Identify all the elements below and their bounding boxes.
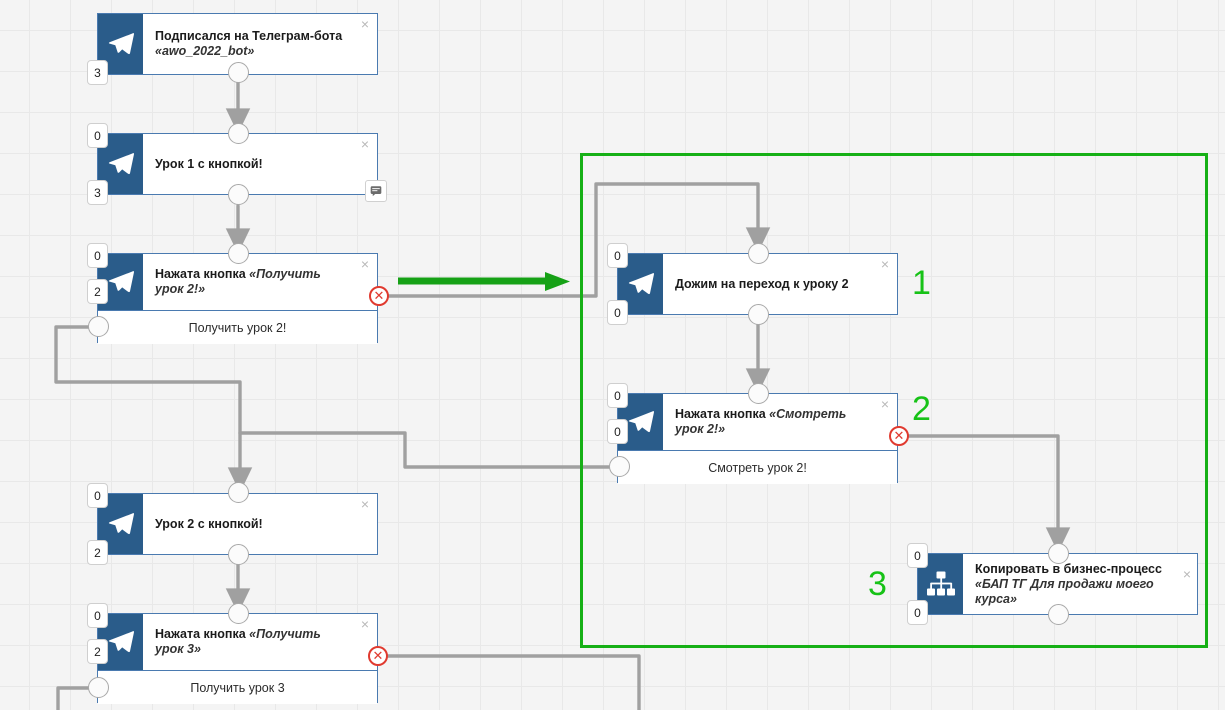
node-title-text: Нажата кнопка bbox=[155, 267, 250, 281]
node-in-port[interactable] bbox=[748, 243, 769, 264]
node-title-text: Нажата кнопка bbox=[155, 627, 250, 641]
node-subscribed-to-bot[interactable]: Подписался на Телеграм-бота «awo_2022_bo… bbox=[87, 13, 378, 85]
node-in-port[interactable] bbox=[228, 123, 249, 144]
node-button-label[interactable]: Получить урок 2! bbox=[98, 310, 377, 344]
error-marker-icon[interactable]: ✕ bbox=[369, 286, 389, 306]
node-button-pressed-watch-lesson-2[interactable]: Нажата кнопка «Смотреть урок 2!» × Смотр… bbox=[607, 383, 898, 484]
node-button-out-port[interactable] bbox=[609, 456, 630, 477]
out-port-count: 0 bbox=[907, 600, 928, 625]
node-title: Урок 2 с кнопкой! bbox=[143, 494, 377, 554]
node-button-out-port[interactable] bbox=[88, 316, 109, 337]
close-icon[interactable]: × bbox=[880, 256, 890, 272]
annotation-number-1: 1 bbox=[912, 264, 931, 302]
node-button-label[interactable]: Получить урок 3 bbox=[98, 670, 377, 704]
out-port-count: 2 bbox=[87, 639, 108, 664]
node-button-pressed-get-lesson-2[interactable]: Нажата кнопка «Получить урок 2!» × Получ… bbox=[87, 243, 378, 344]
close-icon[interactable]: × bbox=[360, 616, 370, 632]
out-port-count: 0 bbox=[607, 300, 628, 325]
node-title: Урок 1 с кнопкой! bbox=[143, 134, 377, 194]
close-icon[interactable]: × bbox=[360, 136, 370, 152]
node-button-pressed-get-lesson-3[interactable]: Нажата кнопка «Получить урок 3» × Получи… bbox=[87, 603, 378, 704]
in-port-count: 0 bbox=[87, 243, 108, 268]
node-title: Нажата кнопка «Получить урок 2!» bbox=[143, 254, 377, 310]
close-icon[interactable]: × bbox=[880, 396, 890, 412]
node-title: Нажата кнопка «Получить урок 3» bbox=[143, 614, 377, 670]
node-title: Нажата кнопка «Смотреть урок 2!» bbox=[663, 394, 897, 450]
node-title-text: Урок 1 с кнопкой! bbox=[155, 156, 263, 171]
close-icon[interactable]: × bbox=[360, 496, 370, 512]
node-button-label[interactable]: Смотреть урок 2! bbox=[618, 450, 897, 484]
error-marker-icon[interactable]: ✕ bbox=[368, 646, 388, 666]
node-in-port[interactable] bbox=[228, 482, 249, 503]
node-in-port[interactable] bbox=[1048, 543, 1069, 564]
node-title: Подписался на Телеграм-бота «awo_2022_bo… bbox=[143, 14, 377, 74]
node-in-port[interactable] bbox=[748, 383, 769, 404]
node-out-port[interactable] bbox=[1048, 604, 1069, 625]
in-port-count: 0 bbox=[607, 383, 628, 408]
out-port-count: 3 bbox=[87, 180, 108, 205]
in-port-count: 0 bbox=[87, 603, 108, 628]
node-title-text: Нажата кнопка bbox=[675, 407, 770, 421]
out-port-count: 0 bbox=[607, 419, 628, 444]
node-title: Дожим на переход к уроку 2 bbox=[663, 254, 897, 314]
node-subtitle-text: «awo_2022_bot» bbox=[155, 44, 255, 58]
node-subtitle-text: «БАП ТГ Для продажи моего курса» bbox=[975, 576, 1154, 606]
node-out-port[interactable] bbox=[228, 62, 249, 83]
out-port-count: 3 bbox=[87, 60, 108, 85]
node-out-port[interactable] bbox=[748, 304, 769, 325]
green-arrow-icon bbox=[398, 272, 570, 291]
error-marker-icon[interactable]: ✕ bbox=[889, 426, 909, 446]
node-button-out-port[interactable] bbox=[88, 677, 109, 698]
in-port-count: 0 bbox=[87, 483, 108, 508]
node-in-port[interactable] bbox=[228, 603, 249, 624]
node-subtitle-text: «Получить урок 2!» bbox=[155, 267, 321, 296]
telegram-icon bbox=[98, 14, 143, 74]
node-title-text: Урок 2 с кнопкой! bbox=[155, 516, 263, 531]
node-subtitle-text: «Получить урок 3» bbox=[155, 627, 321, 656]
close-icon[interactable]: × bbox=[360, 256, 370, 272]
node-title-text: Дожим на переход к уроку 2 bbox=[675, 276, 849, 291]
in-port-count: 0 bbox=[607, 243, 628, 268]
node-title-text: Копировать в бизнес-процесс bbox=[975, 561, 1162, 576]
node-out-port[interactable] bbox=[228, 184, 249, 205]
node-title-text: Подписался на Телеграм-бота bbox=[155, 29, 343, 43]
close-icon[interactable]: × bbox=[1182, 566, 1192, 582]
comment-icon[interactable] bbox=[365, 180, 387, 202]
annotation-number-2: 2 bbox=[912, 390, 931, 428]
node-out-port[interactable] bbox=[228, 544, 249, 565]
close-icon[interactable]: × bbox=[360, 16, 370, 32]
node-subtitle-text: «Смотреть урок 2!» bbox=[675, 407, 847, 436]
out-port-count: 2 bbox=[87, 540, 108, 565]
in-port-count: 0 bbox=[87, 123, 108, 148]
out-port-count: 2 bbox=[87, 279, 108, 304]
annotation-number-3: 3 bbox=[868, 565, 887, 603]
node-title: Копировать в бизнес-процесс «БАП ТГ Для … bbox=[963, 554, 1197, 614]
in-port-count: 0 bbox=[907, 543, 928, 568]
node-in-port[interactable] bbox=[228, 243, 249, 264]
